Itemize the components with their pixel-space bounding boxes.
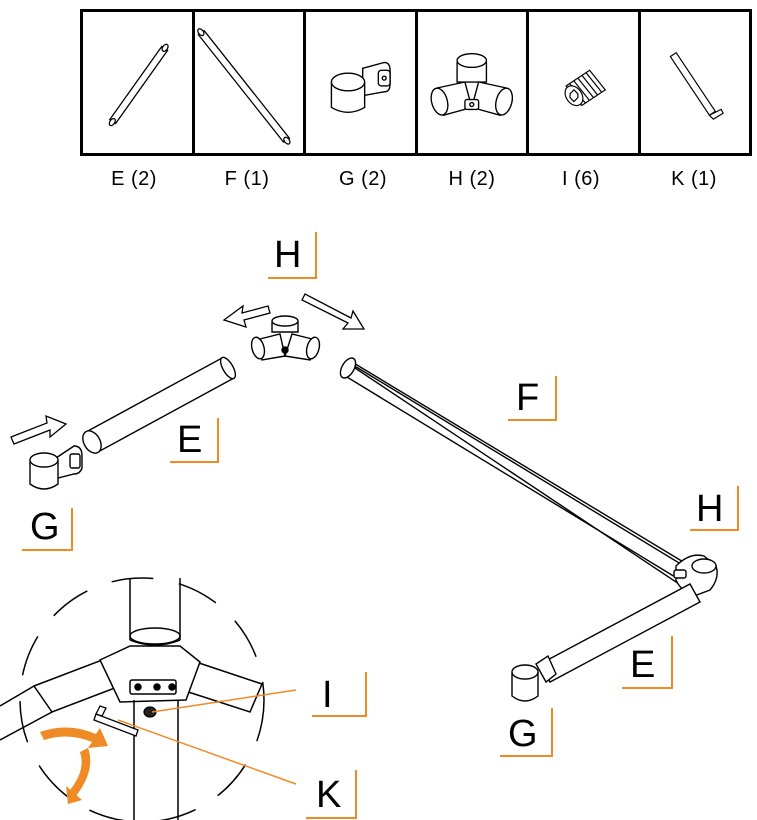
- part-cell-k: [641, 12, 750, 153]
- part-cell-f: [195, 12, 306, 153]
- callout-label-k: K: [316, 774, 342, 816]
- three-way-connector-icon: [250, 315, 321, 361]
- part-cell-e: [83, 12, 195, 153]
- end-cap-connector-icon: [511, 664, 539, 702]
- end-cap-connector-icon: [330, 61, 391, 113]
- callout-bracket-i: [312, 672, 367, 717]
- callout-label-e: E: [630, 644, 656, 686]
- part-qty-label-e: E (2): [111, 168, 157, 190]
- set-screw-icon: [564, 69, 607, 107]
- callout-bracket-k: [306, 770, 357, 819]
- detail-magnifier-circle: [19, 577, 265, 820]
- part-qty-label-f: F (1): [224, 168, 270, 190]
- leader-line-k: [117, 719, 297, 785]
- callout-label-f: F: [516, 377, 540, 419]
- leader-line-i: [151, 689, 297, 713]
- callout-bracket-g-left: [22, 508, 73, 551]
- short-tube-icon: [82, 356, 237, 454]
- parts-table: [80, 9, 752, 156]
- callout-label-h: H: [696, 488, 724, 530]
- part-cell-h: [418, 12, 529, 153]
- part-qty-label-g: G (2): [338, 168, 388, 190]
- callout-bracket-h-right: [690, 486, 739, 531]
- short-tube-icon: [535, 583, 701, 684]
- part-qty-label-i: I (6): [561, 168, 601, 190]
- part-cell-i: [529, 12, 641, 153]
- callout-bracket-e-left: [170, 418, 219, 463]
- end-cap-connector-icon: [29, 445, 83, 490]
- three-way-connector-icon: [429, 52, 513, 117]
- three-way-connector-icon: [0, 578, 264, 820]
- part-cell-g: [306, 12, 418, 153]
- callout-label-h: H: [274, 234, 302, 276]
- arrow-right-icon: [301, 293, 366, 330]
- callout-label-e: E: [177, 419, 203, 461]
- callout-label-g: G: [30, 506, 60, 548]
- callout-label-g: G: [508, 713, 538, 755]
- arrow-left-icon: [222, 304, 271, 328]
- callout-label-i: I: [322, 674, 333, 716]
- short-tube-icon: [108, 43, 169, 127]
- arrow-right-icon: [10, 414, 68, 445]
- long-tube-icon: [196, 28, 291, 145]
- hex-key-icon: [93, 705, 139, 737]
- part-qty-label-k: K (1): [671, 168, 717, 190]
- callout-bracket-g-bottom: [500, 708, 553, 757]
- callout-bracket-h-top: [268, 232, 317, 279]
- hex-key-icon: [669, 51, 724, 120]
- part-qty-label-h: H (2): [448, 168, 496, 190]
- rotation-arrow-icon: [40, 727, 108, 804]
- callout-bracket-f-mid: [508, 376, 557, 421]
- callout-bracket-e-right: [622, 636, 673, 689]
